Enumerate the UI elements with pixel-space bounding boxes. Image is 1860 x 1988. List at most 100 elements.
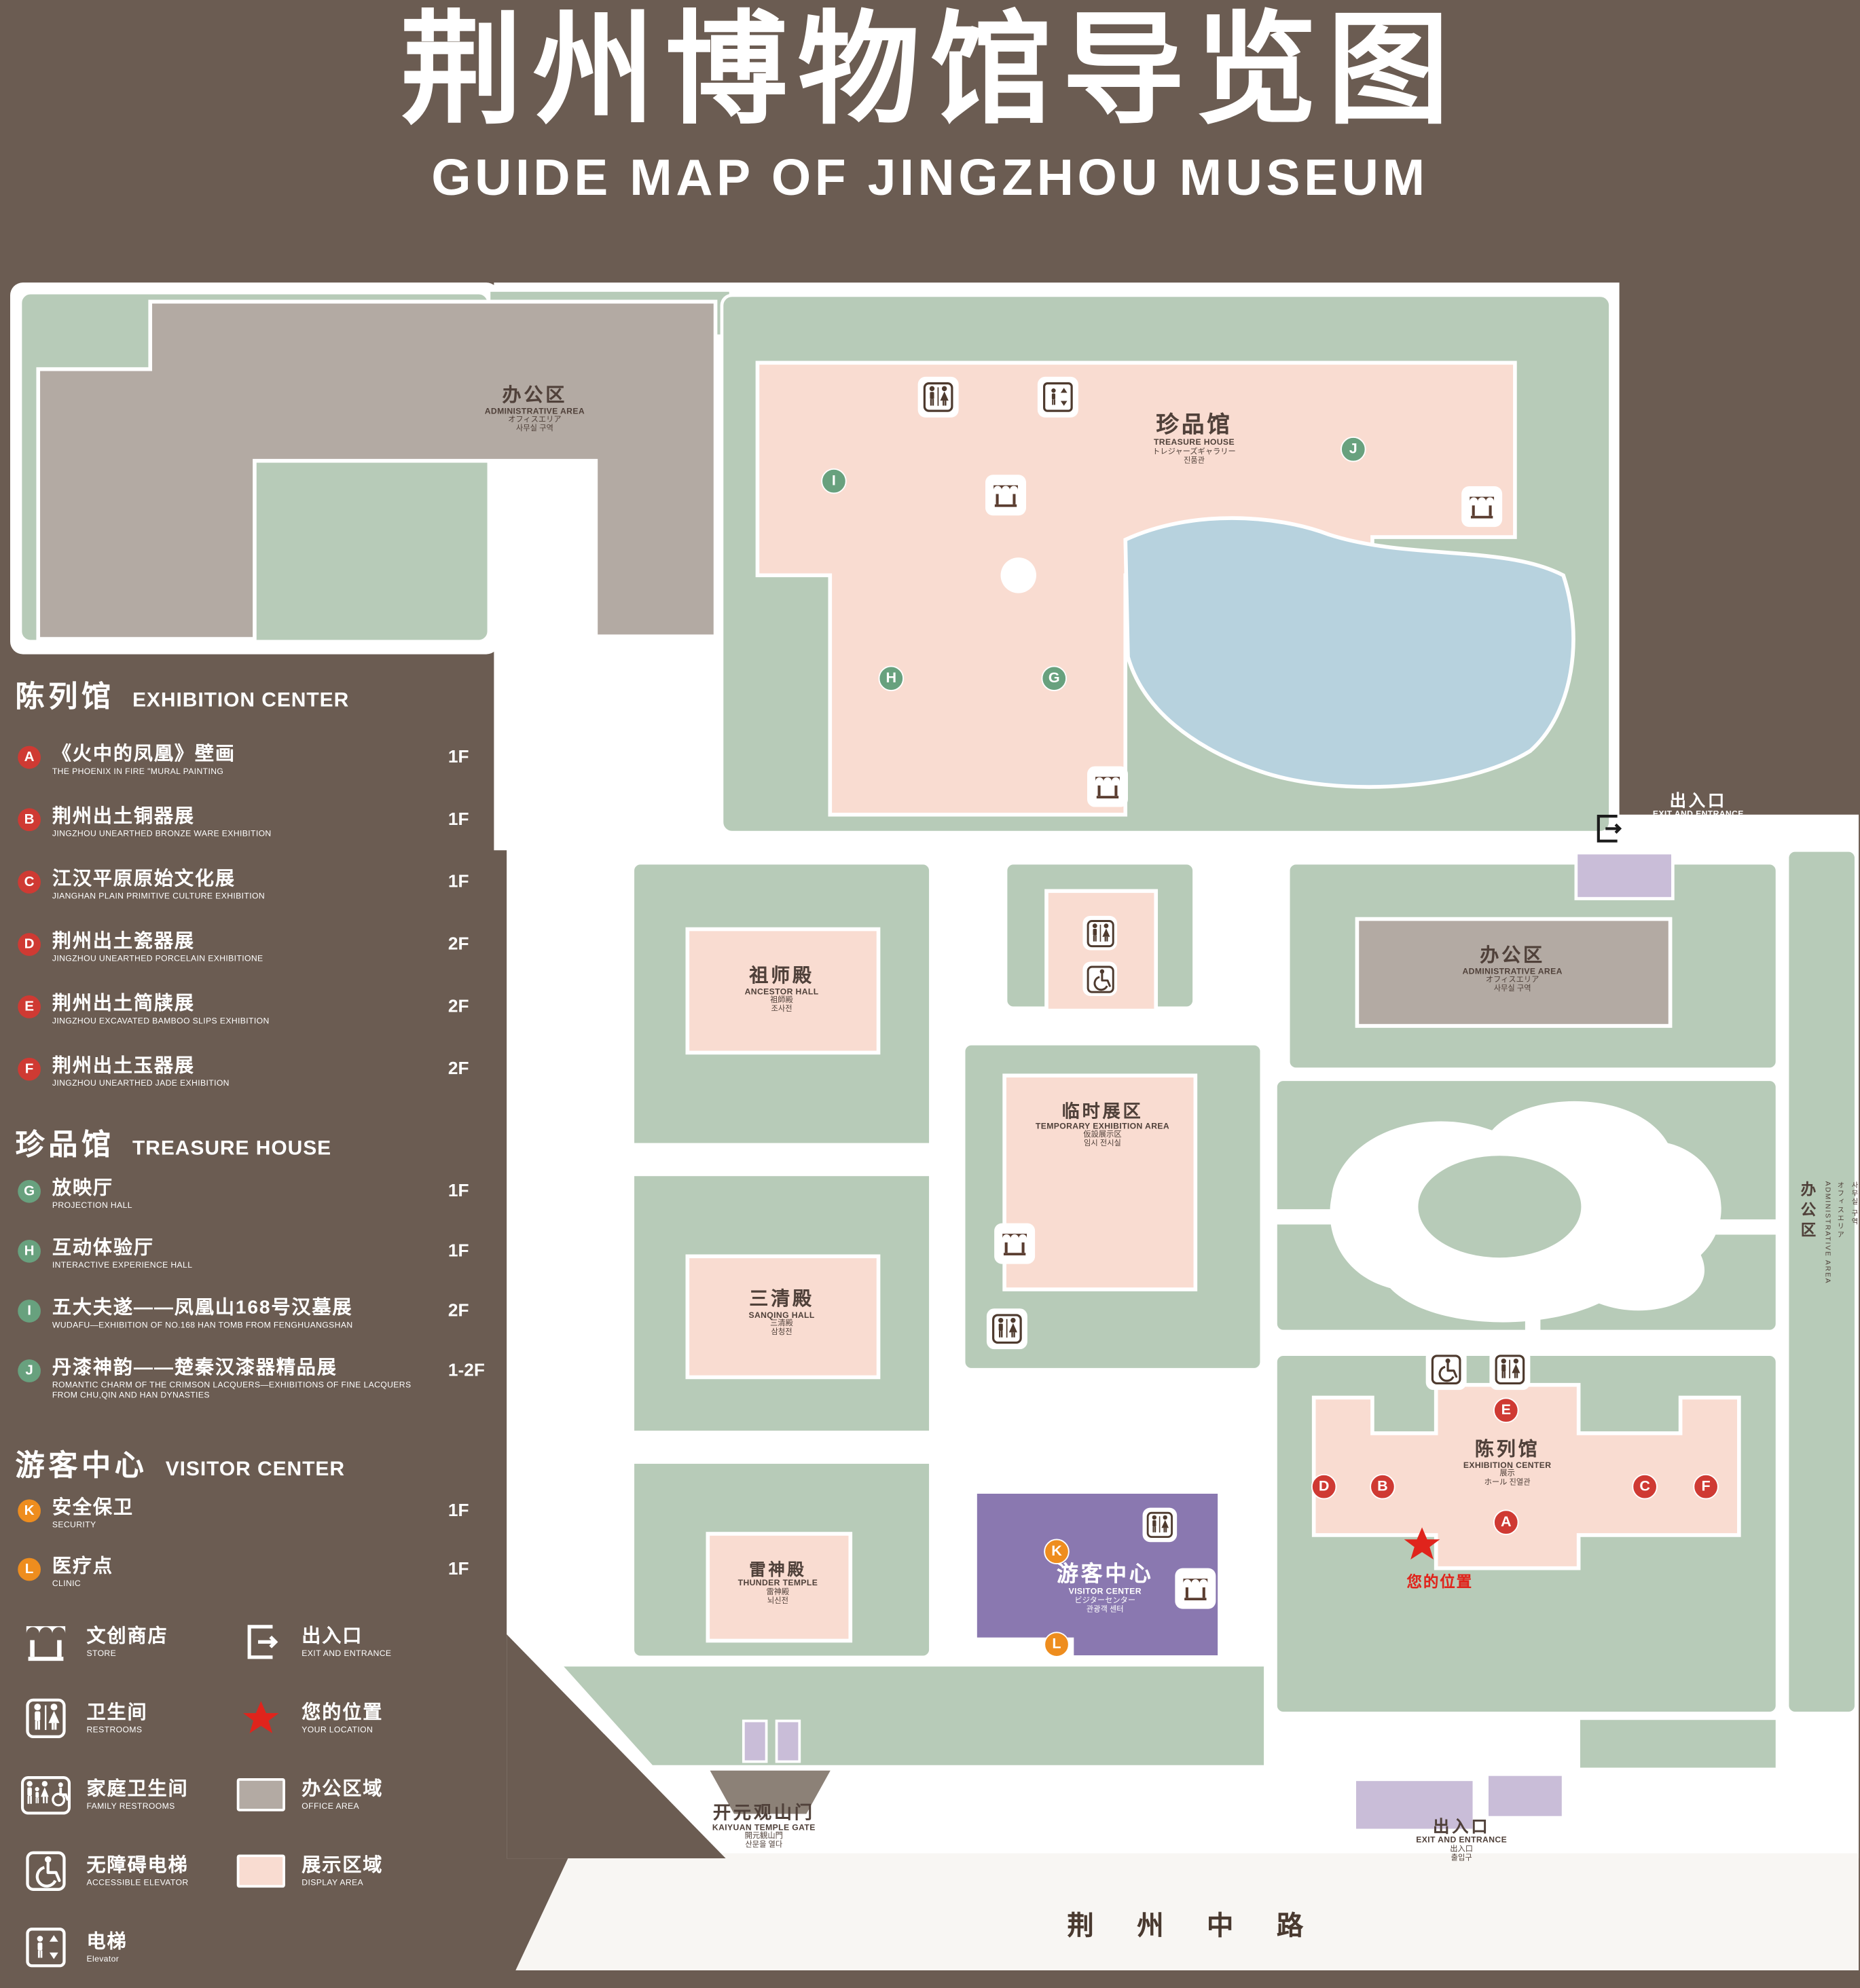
symbol-cn: 文创商店 <box>86 1625 168 1648</box>
label-en: TREASURE HOUSE <box>1153 439 1235 448</box>
label-jp: 仮設展示区 <box>1083 1131 1122 1139</box>
label-jp: 出入口 <box>1450 1846 1474 1854</box>
symbol-text: 出入口 EXIT AND ENTRANCE <box>302 1626 391 1658</box>
item-en: JINGZHOU UNEARTHED PORCELAIN EXHIBITIONE <box>52 955 263 964</box>
marker-letter: I <box>831 473 836 489</box>
label-exhibition-center: 陈列馆 EXHIBITION CENTER 展示 ホール 진열관 <box>1463 1439 1552 1489</box>
item-cn: 荆州出土瓷器展 <box>52 930 195 953</box>
label-jp: 雷神殿 <box>766 1589 790 1597</box>
item-floor: 1F <box>448 870 469 891</box>
store-icon <box>1175 1568 1216 1609</box>
restroom-icon <box>18 1695 73 1741</box>
label-jp: オフィスエリア <box>508 417 562 425</box>
symbol-en: YOUR LOCATION <box>302 1725 373 1735</box>
exit-icon <box>233 1619 289 1665</box>
item-en: WUDAFU—EXHIBITION OF NO.168 HAN TOMB FRO… <box>52 1321 353 1331</box>
label-temporary-area: 临时展区 TEMPORARY EXHIBITION AREA 仮設展示区 임시 … <box>1036 1101 1169 1149</box>
legend-symbol-accessible-elevator: 无障碍电梯 ACCESSIBLE ELEVATOR <box>18 1848 240 1894</box>
item-floor: 2F <box>448 933 469 954</box>
store-icon <box>18 1619 73 1665</box>
legend-item-l: L 医疗点 CLINIC 1F <box>15 1556 514 1590</box>
road-name: 荆 州 中 路 <box>1067 1911 1321 1941</box>
legend-item-a: A 《火中的凤凰》壁画 THE PHOENIX IN FIRE "MURAL P… <box>15 743 514 778</box>
symbol-text: 您的位置 YOUR LOCATION <box>302 1702 383 1734</box>
label-cn: 雷神殿 <box>749 1560 807 1579</box>
store-icon <box>1461 486 1503 528</box>
item-floor: 1F <box>448 1239 469 1260</box>
marker-letter: D <box>18 933 41 956</box>
marker-letter: G <box>18 1179 41 1203</box>
label-cn: 开元观山门 <box>712 1802 815 1823</box>
label-en: SANQING HALL <box>748 1310 815 1320</box>
label-en: ADMINISTRATIVE AREA <box>1462 967 1563 976</box>
label-ancestor-hall: 祖师殿 ANCESTOR HALL 祖師殿 조사전 <box>745 965 819 1015</box>
label-en: ADMINISTRATIVE AREA <box>1823 1181 1831 1285</box>
restroom-icon <box>1082 915 1118 951</box>
label-visitor-center: 游客中心 VISITOR CENTER ビジターセンター 관광객 센터 <box>1057 1562 1153 1615</box>
item-cn: 医疗点 <box>52 1555 113 1577</box>
label-cn: 临时展区 <box>1061 1101 1144 1122</box>
label-kr: 산문을 열다 <box>745 1841 783 1850</box>
item-cn: 五大夫遂——凤凰山168号汉墓展 <box>52 1297 353 1319</box>
entrance-right <box>1574 851 1675 900</box>
accessible-icon <box>1082 961 1118 996</box>
legend-item-text: 荆州出土玉器展 JINGZHOU UNEARTHED JADE EXHIBITI… <box>52 1055 230 1090</box>
marker-letter: L <box>1052 1636 1061 1653</box>
label-jp: 展示 <box>1499 1471 1515 1479</box>
item-en: JIANGHAN PLAIN PRIMITIVE CULTURE EXHIBIT… <box>52 892 265 902</box>
marker-b: B <box>1370 1473 1396 1500</box>
office-swatch <box>233 1772 289 1818</box>
legend-item-h: H 互动体验厅 INTERACTIVE EXPERIENCE HALL 1F <box>15 1237 514 1272</box>
item-cn: 互动体验厅 <box>52 1237 154 1259</box>
page-title: 荆州博物馆导览图 <box>400 2 1460 139</box>
legend-item-i: I 五大夫遂——凤凰山168号汉墓展 WUDAFU—EXHIBITION OF … <box>15 1297 514 1331</box>
legend-item-b: B 荆州出土铜器展 JINGZHOU UNEARTHED BRONZE WARE… <box>15 806 514 841</box>
legend-item-text: 丹漆神韵——楚秦汉漆器精品展 ROMANTIC CHARM OF THE CRI… <box>52 1357 428 1402</box>
entrance-bottom-1 <box>1353 1778 1476 1833</box>
label-cn: 出入口 <box>1669 790 1728 811</box>
item-en: JINGZHOU EXCAVATED BAMBOO SLIPS EXHIBITI… <box>52 1016 270 1027</box>
label-admin-top-left: 办公区 ADMINISTRATIVE AREA オフィスエリア 사무실 구역 <box>485 385 585 435</box>
symbol-text: 文创商店 STORE <box>86 1626 168 1658</box>
display-swatch <box>233 1848 289 1894</box>
label-kr: 출입구 <box>1451 1855 1472 1863</box>
label-en: TEMPORARY EXHIBITION AREA <box>1035 1122 1170 1131</box>
green-bottom-right <box>1577 1716 1779 1771</box>
garden-path-s <box>1525 1310 1541 1331</box>
accessible-elevator-icon <box>18 1848 73 1894</box>
label-jp: オフィスエリア <box>1485 977 1539 985</box>
symbol-text: 展示区域 DISPLAY AREA <box>302 1855 383 1887</box>
item-floor: 1F <box>448 1179 469 1200</box>
legend-section-visitor: 游客中心 VISITOR CENTER <box>15 1441 344 1484</box>
section-title-en: VISITOR CENTER <box>165 1458 345 1481</box>
legend-item-text: 江汉平原原始文化展 JIANGHAN PLAIN PRIMITIVE CULTU… <box>52 868 265 903</box>
marker-letter: B <box>1377 1479 1388 1494</box>
legend-section-exhibition: 陈列馆 EXHIBITION CENTER <box>15 672 349 716</box>
symbol-en: FAMILY RESTROOMS <box>86 1801 175 1811</box>
road <box>515 1853 1859 1971</box>
page-subtitle: GUIDE MAP OF JINGZHOU MUSEUM <box>431 150 1429 206</box>
item-floor: 1F <box>448 808 469 829</box>
label-en: EXIT AND ENTRANCE <box>1416 1836 1508 1845</box>
symbol-en: Elevator <box>86 1954 120 1964</box>
marker-letter: H <box>18 1239 41 1263</box>
item-en: THE PHOENIX IN FIRE "MURAL PAINTING <box>52 767 224 777</box>
legend-section-treasure: 珍品馆 TREASURE HOUSE <box>15 1120 331 1164</box>
marker-letter: E <box>1501 1402 1511 1418</box>
marker-h: H <box>878 665 905 691</box>
label-admin-right: 办公区 ADMINISTRATIVE AREA オフィスエリア 사무실 구역 <box>1798 1181 1859 1285</box>
section-title-cn: 珍品馆 <box>15 1127 115 1161</box>
marker-d: D <box>1311 1473 1337 1500</box>
section-title-cn: 游客中心 <box>15 1448 148 1482</box>
label-kr: 관광객 센터 <box>1086 1606 1124 1614</box>
marker-letter: D <box>1318 1479 1330 1494</box>
item-floor: 2F <box>448 1300 469 1321</box>
label-cn: 三清殿 <box>749 1288 814 1310</box>
marker-e: E <box>1493 1397 1519 1423</box>
location-star-icon <box>233 1695 289 1741</box>
section-title-en: EXHIBITION CENTER <box>132 690 350 712</box>
marker-letter: B <box>18 808 41 832</box>
label-jp: ビジターセンター <box>1074 1597 1136 1605</box>
